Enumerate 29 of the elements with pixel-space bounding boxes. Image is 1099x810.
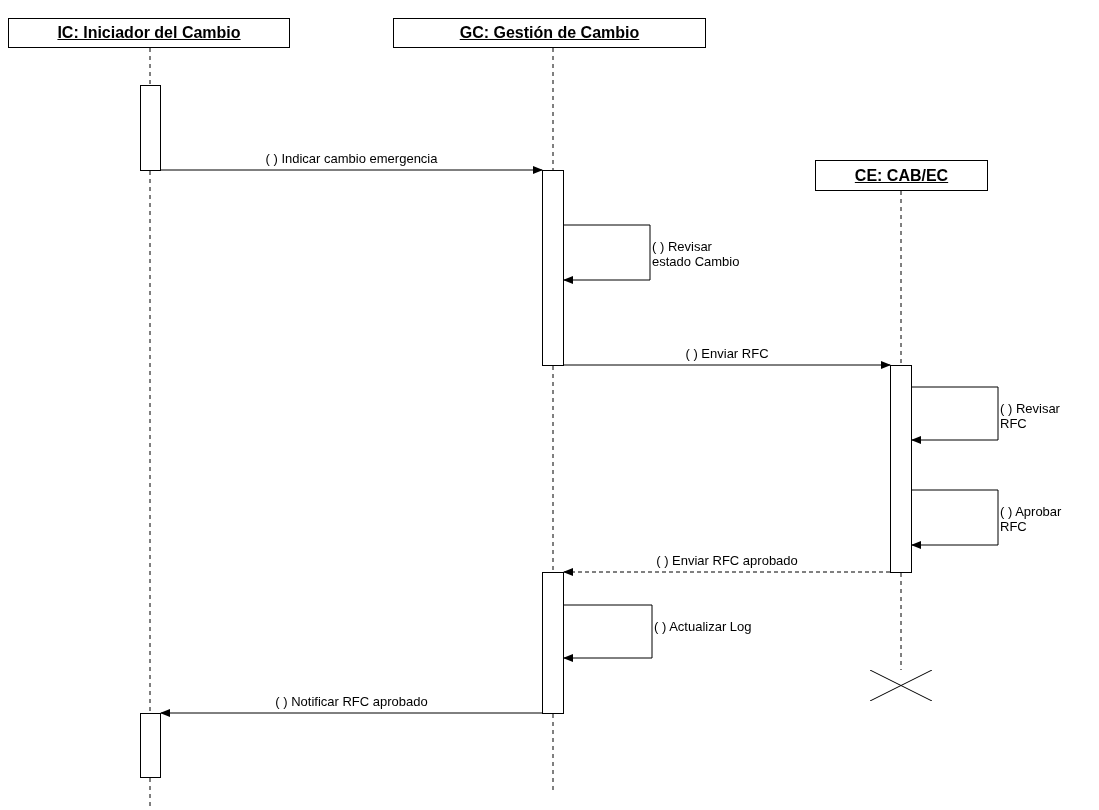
lifeline-header: GC: Gestión de Cambio <box>393 18 706 48</box>
lifeline <box>552 47 554 171</box>
activation-bar <box>890 365 912 573</box>
lifeline <box>149 170 151 714</box>
lifeline <box>552 365 554 573</box>
lifeline-header: CE: CAB/EC <box>815 160 988 191</box>
activation-bar <box>542 170 564 366</box>
message-arrow <box>160 166 543 174</box>
return-message-arrow <box>563 568 891 576</box>
message-arrow <box>563 224 651 284</box>
message-label: ( ) Enviar RFC aprobado <box>656 553 798 568</box>
lifeline-header: IC: Iniciador del Cambio <box>8 18 290 48</box>
activation-bar <box>140 85 161 171</box>
activation-bar <box>542 572 564 714</box>
message-label: ( ) Actualizar Log <box>654 619 754 634</box>
message-arrow <box>563 361 891 369</box>
activation-bar <box>140 713 161 778</box>
message-label: ( ) Enviar RFC <box>685 346 769 361</box>
message-arrow <box>911 489 999 549</box>
message-arrow <box>160 709 543 717</box>
lifeline <box>149 47 151 86</box>
message-label: ( ) Indicar cambio emergencia <box>265 151 438 166</box>
message-label: ( ) Notificar RFC aprobado <box>275 694 428 709</box>
lifeline <box>900 572 902 671</box>
lifeline <box>900 190 902 366</box>
message-arrow <box>563 604 653 662</box>
message-arrow <box>911 386 999 444</box>
lifeline <box>552 713 554 791</box>
destruction-mark <box>870 670 932 701</box>
